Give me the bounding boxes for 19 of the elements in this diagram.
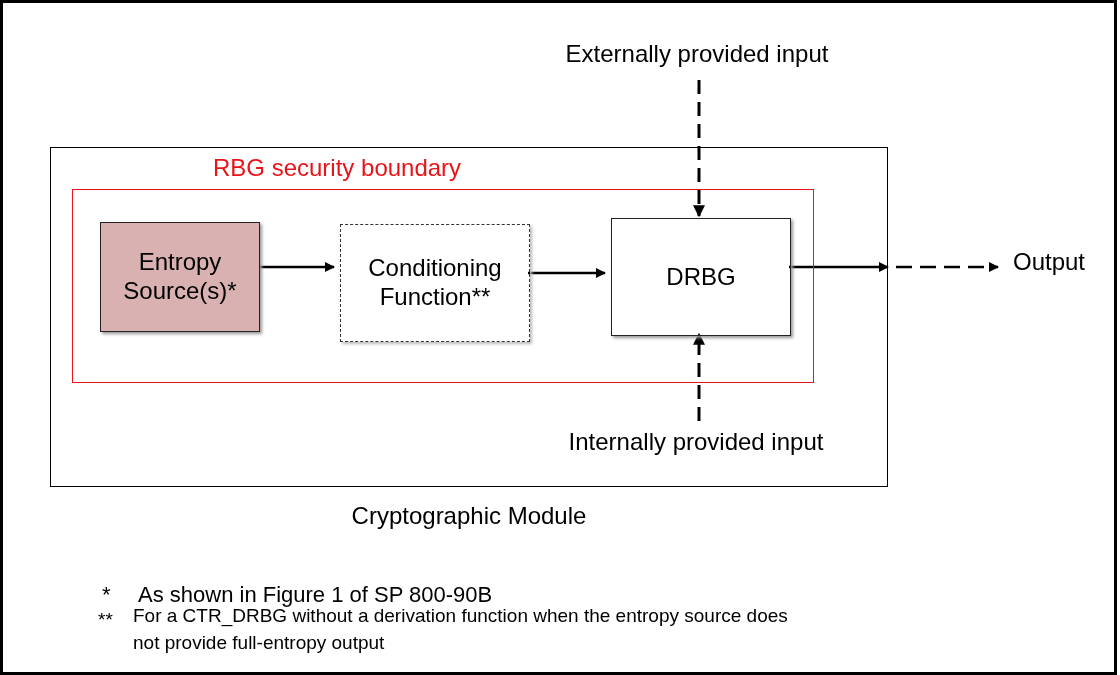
conditioning-function-box xyxy=(340,224,530,342)
footnote-text: As shown in Figure 1 of SP 800-90B xyxy=(138,581,493,609)
drbg-box xyxy=(611,218,791,336)
module-caption: Cryptographic Module xyxy=(350,502,588,531)
arrow xyxy=(528,268,606,278)
footnote-marker: * xyxy=(102,581,111,609)
output-label: Output xyxy=(1011,248,1086,277)
footnote-marker: ** xyxy=(98,608,113,632)
box-label: Entropy Source(s)* xyxy=(122,248,238,306)
arrow xyxy=(787,262,1000,272)
entropy-source-box xyxy=(100,222,260,332)
input-label: Externally provided input xyxy=(564,40,830,69)
input-label: Internally provided input xyxy=(567,428,825,457)
boundary-title: RBG security boundary xyxy=(213,154,462,183)
box-label: Conditioning Function** xyxy=(367,254,503,312)
arrow xyxy=(693,332,705,421)
box-label: DRBG xyxy=(665,262,737,292)
arrow xyxy=(258,262,335,272)
arrow xyxy=(693,80,705,218)
